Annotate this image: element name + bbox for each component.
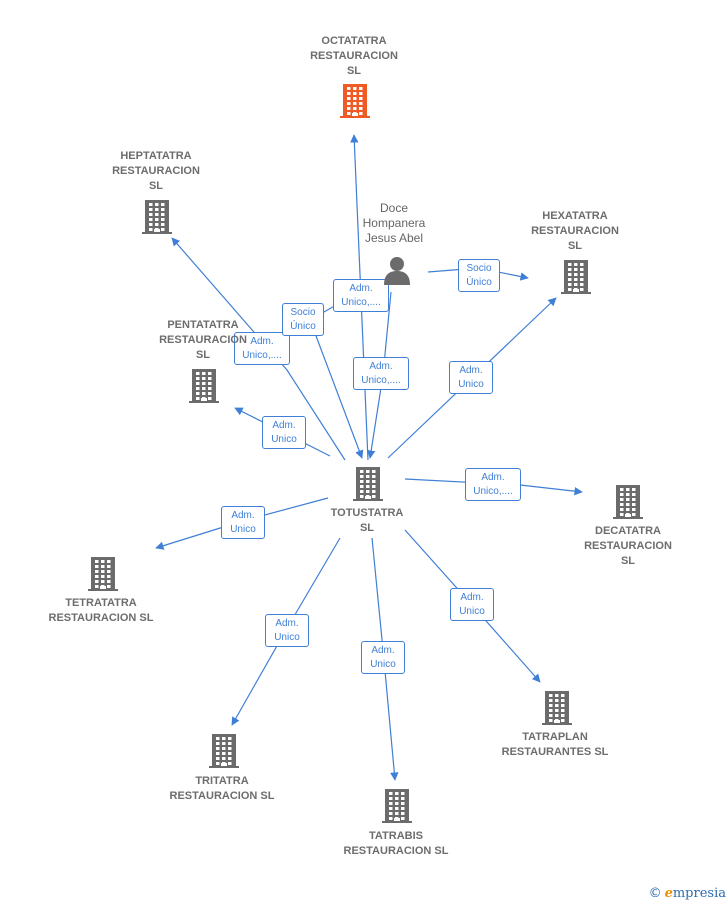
edge-label-doce-totustatra[interactable]: Adm. Unico,....	[353, 357, 409, 390]
empresia-watermark: ©empresia	[649, 886, 726, 901]
copyright-symbol: ©	[648, 886, 662, 901]
building-icon-totustatra[interactable]	[353, 467, 383, 506]
brand-name: mpresia	[672, 886, 726, 901]
building-icon-tatrabis[interactable]	[382, 789, 412, 828]
edge-label-totustatra-tetratatra[interactable]: Adm. Unico	[221, 506, 265, 539]
building-icon-octatatra[interactable]	[340, 84, 370, 123]
node-label-decatatra[interactable]: DECATATRA RESTAURACION SL	[584, 525, 672, 567]
node-label-totustatra[interactable]: TOTUSTATRA SL	[330, 507, 404, 534]
building-icon-decatatra[interactable]	[613, 485, 643, 524]
edge-label-totustatra-pentatatra[interactable]: Adm. Unico	[262, 416, 306, 449]
building-icon-tritatra[interactable]	[209, 734, 239, 773]
building-icon-tetratatra[interactable]	[88, 557, 118, 596]
person-icon-doce[interactable]	[382, 255, 412, 290]
edge-label-totustatra-hexatatra[interactable]: Adm. Unico	[449, 361, 493, 394]
node-label-pentatatra[interactable]: PENTATATRA RESTAURACION SL	[159, 319, 247, 361]
edge-label-totustatra-octatatra[interactable]: Adm. Unico,....	[333, 279, 389, 312]
edge-label-totustatra-heptatatra[interactable]: Adm. Unico,....	[234, 332, 290, 365]
edge-label-doce-totustatra[interactable]: Socio Único	[282, 303, 324, 336]
node-label-octatatra[interactable]: OCTATATRA RESTAURACION SL	[310, 35, 398, 77]
edge-totustatra-to-heptatatra	[171, 237, 346, 461]
edge-label-totustatra-tritatra[interactable]: Adm. Unico	[265, 614, 309, 647]
building-icon-heptatatra[interactable]	[142, 200, 172, 239]
edge-label-totustatra-tatraplan[interactable]: Adm. Unico	[450, 588, 494, 621]
node-label-doce[interactable]: Doce Hompanera Jesus Abel	[362, 201, 426, 245]
building-icon-tatraplan[interactable]	[542, 691, 572, 730]
edge-label-totustatra-decatatra[interactable]: Adm. Unico,....	[465, 468, 521, 501]
building-icon-hexatatra[interactable]	[561, 260, 591, 299]
node-label-heptatatra[interactable]: HEPTATATRA RESTAURACION SL	[112, 150, 200, 192]
node-label-tetratatra[interactable]: TETRATATRA RESTAURACION SL	[48, 597, 154, 624]
building-icon-pentatatra[interactable]	[189, 369, 219, 408]
edge-label-doce-hexatatra[interactable]: Socio Único	[458, 259, 500, 292]
node-label-tatrabis[interactable]: TATRABIS RESTAURACION SL	[343, 830, 449, 857]
brand-initial: e	[664, 886, 673, 901]
edge-label-totustatra-tatrabis[interactable]: Adm. Unico	[361, 641, 405, 674]
node-label-tritatra[interactable]: TRITATRA RESTAURACION SL	[169, 775, 275, 802]
node-label-hexatatra[interactable]: HEXATATRA RESTAURACION SL	[531, 210, 619, 252]
node-label-tatraplan[interactable]: TATRAPLAN RESTAURANTES SL	[501, 731, 609, 758]
